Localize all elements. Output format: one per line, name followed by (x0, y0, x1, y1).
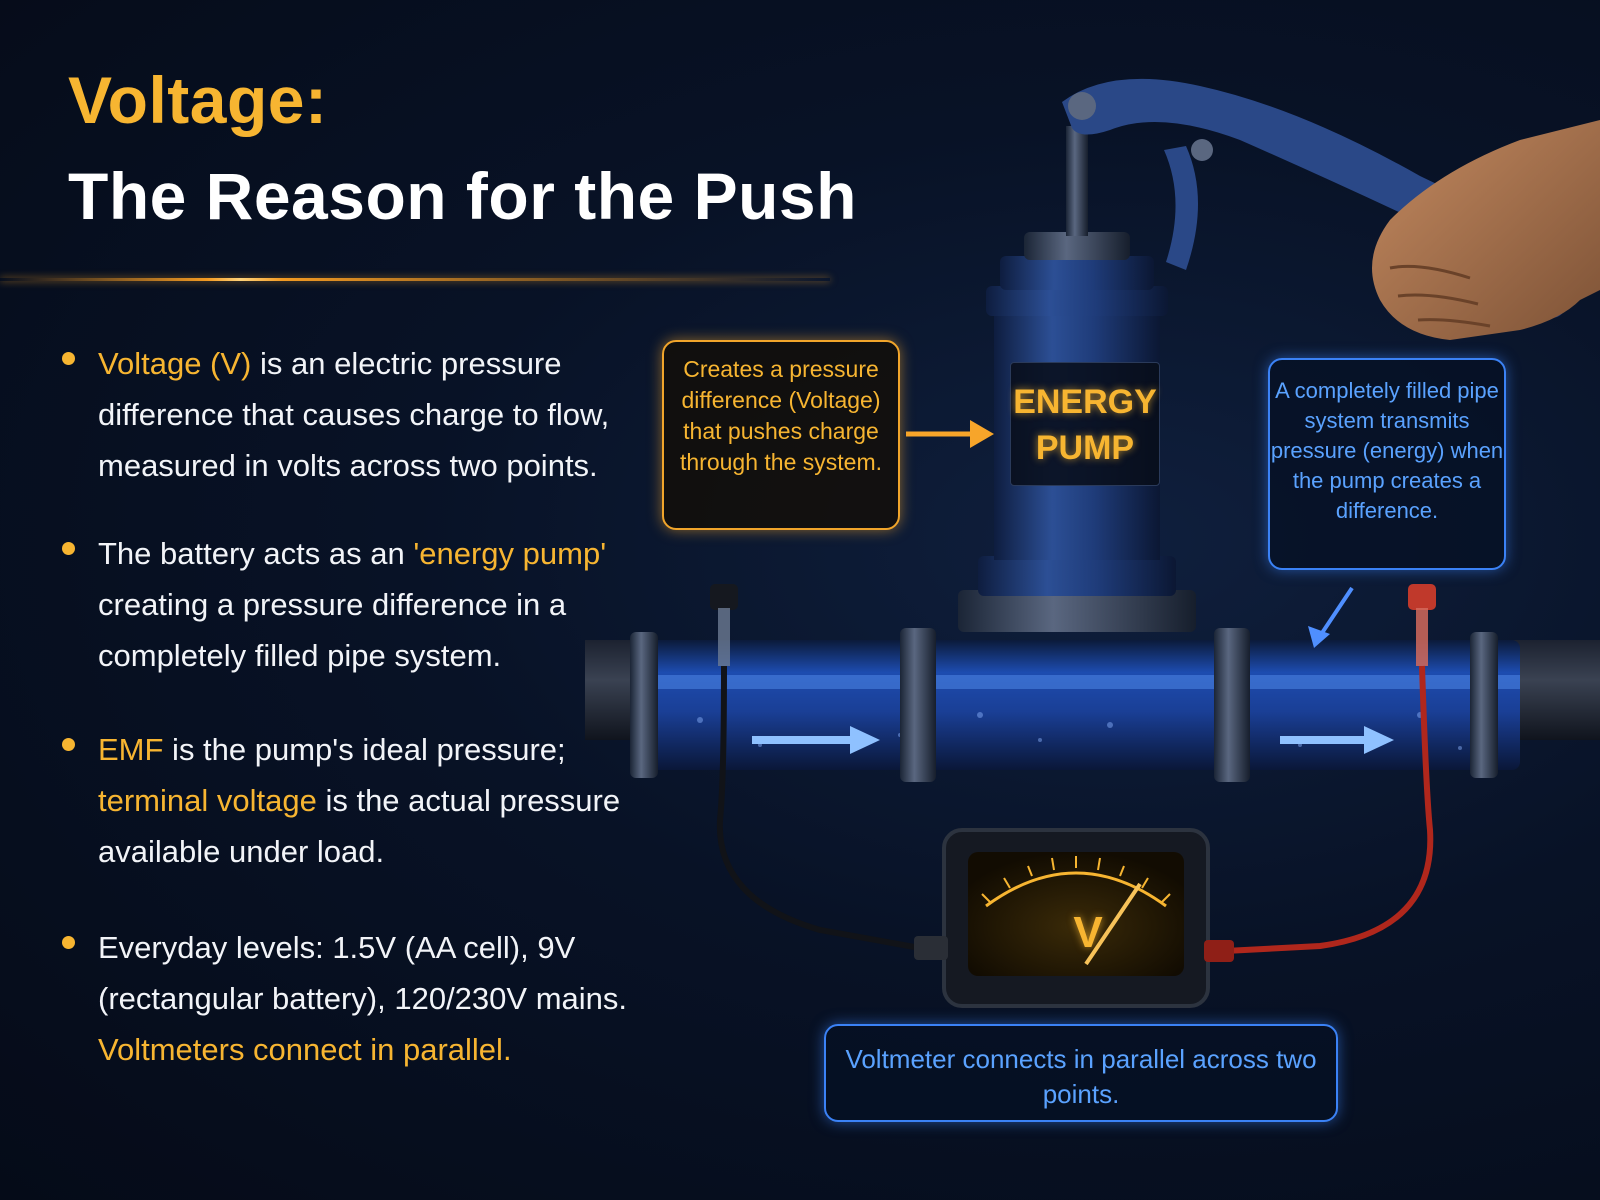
bullet-text: Voltage (V) is an electric pressure diff… (98, 338, 652, 491)
bullet-highlight: Voltmeters connect in parallel. (98, 1032, 512, 1067)
bullet-text-part: creating a pressure difference in a comp… (98, 587, 567, 673)
title-voltage: Voltage: (68, 63, 328, 137)
pipe-outer-right (1510, 640, 1600, 740)
flange-right-outer (1470, 632, 1498, 778)
voltmeter-connector-right (1204, 940, 1234, 962)
callout-pressure-difference: Creates a pressure difference (Voltage) … (662, 340, 900, 530)
bullet-dot (62, 936, 75, 949)
pump-label-line1: ENERGY (1013, 383, 1157, 421)
voltmeter-connector-left (914, 936, 948, 960)
bullet-item-levels: Everyday levels: 1.5V (AA cell), 9V (rec… (62, 922, 652, 1075)
bullet-highlight: terminal voltage (98, 783, 317, 818)
voltmeter-needle (1084, 882, 1142, 966)
flange-pump-right (1214, 628, 1250, 782)
pump-base-upper (978, 556, 1176, 596)
hand-icon (1372, 120, 1600, 340)
pump-cap-top (1024, 232, 1130, 260)
callout-right-arrow (1308, 586, 1354, 648)
pump-base (958, 590, 1196, 632)
bullet-highlight: Voltage (V) (98, 346, 252, 381)
energy-pump-label: ENERGY PUMP (1010, 362, 1160, 486)
title-subtitle: The Reason for the Push (68, 159, 857, 233)
title-divider (0, 278, 830, 281)
bullet-dot (62, 352, 75, 365)
pump-cap-mid (1000, 256, 1154, 290)
voltmeter-scale (985, 871, 1167, 908)
bullet-highlight: 'energy pump' (413, 536, 607, 571)
bullet-dot (62, 542, 75, 555)
bullet-text-part: is the pump's ideal pressure; (163, 732, 566, 767)
pump-label-line2: PUMP (1035, 429, 1135, 467)
bullet-dot (62, 738, 75, 751)
flange-left-outer (630, 632, 658, 778)
flow-arrow-right (1280, 726, 1394, 754)
water-surface (640, 675, 1520, 689)
bullet-text-part: Everyday levels: 1.5V (AA cell), 9V (rec… (98, 930, 627, 1016)
pump-cap-lower (986, 286, 1168, 316)
flow-arrow-left (752, 726, 880, 754)
lever-joint-icon (1191, 139, 1213, 161)
callout-filled-pipe: A completely filled pipe system transmit… (1268, 358, 1506, 570)
bullet-text-part: is an electric pressure difference that … (98, 346, 610, 483)
bullet-text: The battery acts as an 'energy pump' cre… (98, 528, 652, 681)
callout-voltmeter-parallel: Voltmeter connects in parallel across tw… (824, 1024, 1338, 1122)
lever-pivot-icon (1068, 92, 1096, 120)
bullet-text: EMF is the pump's ideal pressure; termin… (98, 724, 652, 877)
pump-rod (1066, 126, 1088, 236)
probe-right-red (1205, 584, 1436, 955)
hand-fingers (1389, 264, 1491, 328)
voltmeter-symbol: V (1073, 908, 1103, 957)
voltmeter-ticks (981, 856, 1171, 903)
water-bubbles (697, 712, 1462, 750)
bullet-item-battery: The battery acts as an 'energy pump' cre… (62, 528, 652, 681)
bullet-text-part: The battery acts as an (98, 536, 414, 571)
bullet-text: Everyday levels: 1.5V (AA cell), 9V (rec… (98, 922, 652, 1075)
callout-left-arrow (906, 420, 994, 448)
probe-left-black (710, 584, 921, 951)
voltmeter-face (968, 852, 1184, 976)
bullet-highlight: EMF (98, 732, 164, 767)
bullet-text-part: is the actual pressure available under l… (98, 783, 621, 869)
bullet-item-emf: EMF is the pump's ideal pressure; termin… (62, 724, 652, 877)
water-pipe (640, 640, 1520, 770)
flange-pump-left (900, 628, 936, 782)
bullet-item-voltage: Voltage (V) is an electric pressure diff… (62, 338, 652, 491)
pump-lever-arm (1164, 146, 1198, 270)
